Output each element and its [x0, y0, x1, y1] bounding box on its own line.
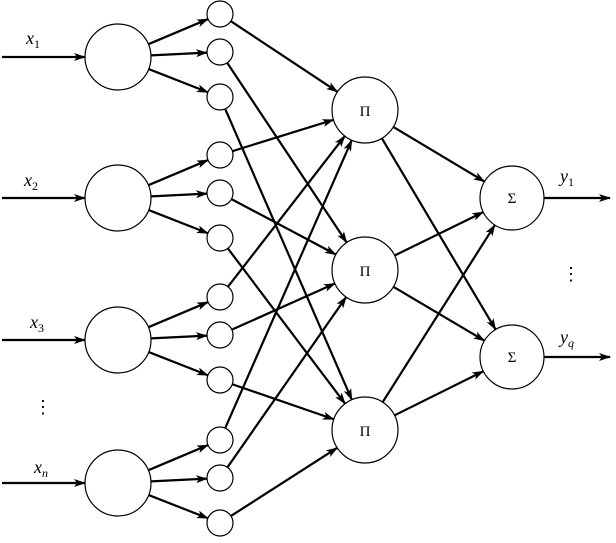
input-to-membership-edge — [147, 301, 209, 329]
labels-layer: x1 x2 x3 xn ⋮ y1 yq ⋮ — [23, 28, 580, 480]
input-to-membership-edge — [150, 190, 209, 199]
input-to-membership-edge — [147, 159, 209, 187]
input-to-membership-edge — [150, 475, 209, 484]
input-label-1: x1 — [25, 28, 40, 51]
membership-to-rule-edge — [224, 139, 353, 429]
rule-to-output-edge — [381, 224, 496, 403]
membership-node-3 — [206, 83, 234, 111]
output-node-2 — [479, 324, 545, 390]
rule-node-symbol: Π — [360, 104, 371, 120]
membership-to-rule-edge — [230, 198, 337, 256]
rule-to-output-edge — [394, 370, 485, 417]
membership-to-rule-edge — [227, 135, 346, 288]
edges-layer — [2, 18, 611, 520]
membership-to-rule-edge — [224, 108, 353, 401]
membership-node-12 — [206, 509, 234, 537]
input-to-membership-edge — [150, 332, 209, 341]
membership-to-rule-edge — [232, 118, 335, 153]
membership-to-rule-edge — [230, 20, 339, 93]
output-ellipsis: ⋮ — [562, 264, 580, 284]
membership-node-8 — [206, 321, 234, 349]
membership-to-rule-edge — [231, 282, 336, 331]
rule-to-output-edge — [392, 126, 486, 183]
membership-to-rule-edge — [231, 383, 335, 421]
membership-node-1 — [206, 0, 234, 28]
input-ellipsis: ⋮ — [34, 397, 52, 417]
membership-node-2 — [206, 38, 234, 66]
input-to-membership-edge — [148, 68, 209, 94]
output-label-1: y1 — [558, 166, 574, 189]
membership-to-rule-edge — [226, 247, 346, 405]
rule-to-output-edge — [394, 211, 485, 257]
input-to-membership-edge — [147, 18, 209, 46]
input-node-3 — [84, 306, 152, 374]
membership-node-7 — [206, 283, 234, 311]
output-node-symbol: Σ — [508, 191, 517, 207]
input-to-membership-edge — [147, 444, 209, 472]
input-to-membership-edge — [148, 209, 209, 235]
membership-to-rule-edge — [230, 446, 339, 517]
nodes-layer: Π Π Π Σ Σ — [84, 0, 545, 537]
input-node-4 — [84, 449, 152, 517]
membership-to-rule-edge — [226, 296, 348, 468]
input-to-membership-edge — [148, 351, 209, 377]
membership-node-6 — [206, 224, 234, 252]
output-label-q: yq — [558, 327, 574, 350]
rule-node-symbol: Π — [360, 264, 371, 280]
input-label-2: x2 — [23, 170, 38, 193]
membership-node-4 — [206, 141, 234, 169]
input-label-3: x3 — [29, 312, 44, 335]
output-node-1 — [479, 165, 545, 231]
rule-node-3 — [331, 396, 399, 464]
output-node-symbol: Σ — [508, 350, 517, 366]
input-node-2 — [84, 164, 152, 232]
membership-node-5 — [206, 179, 234, 207]
input-node-1 — [84, 23, 152, 91]
input-label-n: xn — [33, 457, 48, 480]
input-to-membership-edge — [148, 494, 209, 520]
input-to-membership-edge — [150, 49, 209, 58]
rule-node-2 — [331, 236, 399, 304]
membership-to-rule-edge — [226, 62, 348, 244]
membership-node-9 — [206, 366, 234, 394]
membership-node-11 — [206, 464, 234, 492]
membership-node-10 — [206, 426, 234, 454]
rule-node-1 — [331, 76, 399, 144]
rule-node-symbol: Π — [360, 424, 371, 440]
